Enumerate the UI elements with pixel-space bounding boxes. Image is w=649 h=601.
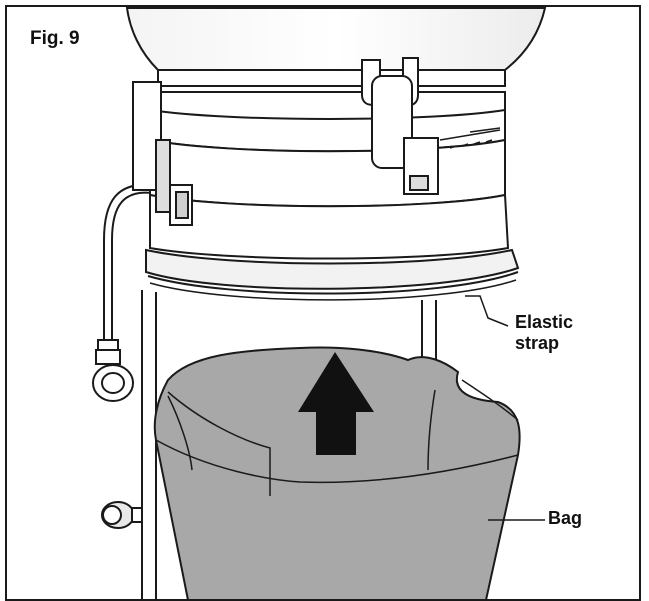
- figure-label: Fig. 9: [30, 28, 80, 49]
- collector-top: [125, 7, 547, 87]
- collector-body: [145, 91, 520, 301]
- leader-elastic-strap: [465, 295, 509, 327]
- callout-bag: Bag: [548, 508, 583, 528]
- hose: [92, 183, 153, 402]
- up-arrow-icon: [298, 352, 374, 455]
- latch-clip: [361, 57, 439, 195]
- mount-bracket: [132, 81, 193, 226]
- callout-elastic-strap: Elastic strap: [515, 312, 574, 353]
- bag: [153, 346, 521, 601]
- scale-marks: [439, 127, 501, 149]
- stand-pole: [101, 290, 157, 600]
